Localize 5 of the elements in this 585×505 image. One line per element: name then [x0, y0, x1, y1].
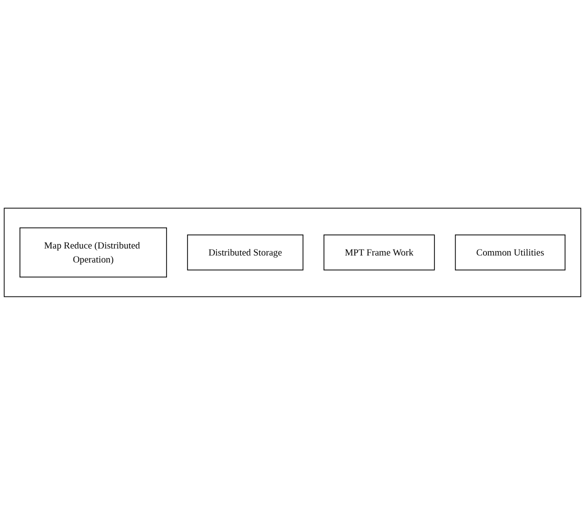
node-box: Distributed Storage	[187, 234, 304, 270]
cluster	[4, 208, 582, 298]
node-box: Common Utilities	[454, 234, 566, 270]
node-box: Map Reduce (Distributed Operation)	[20, 227, 167, 278]
node-box: MPT Frame Work	[324, 234, 435, 270]
